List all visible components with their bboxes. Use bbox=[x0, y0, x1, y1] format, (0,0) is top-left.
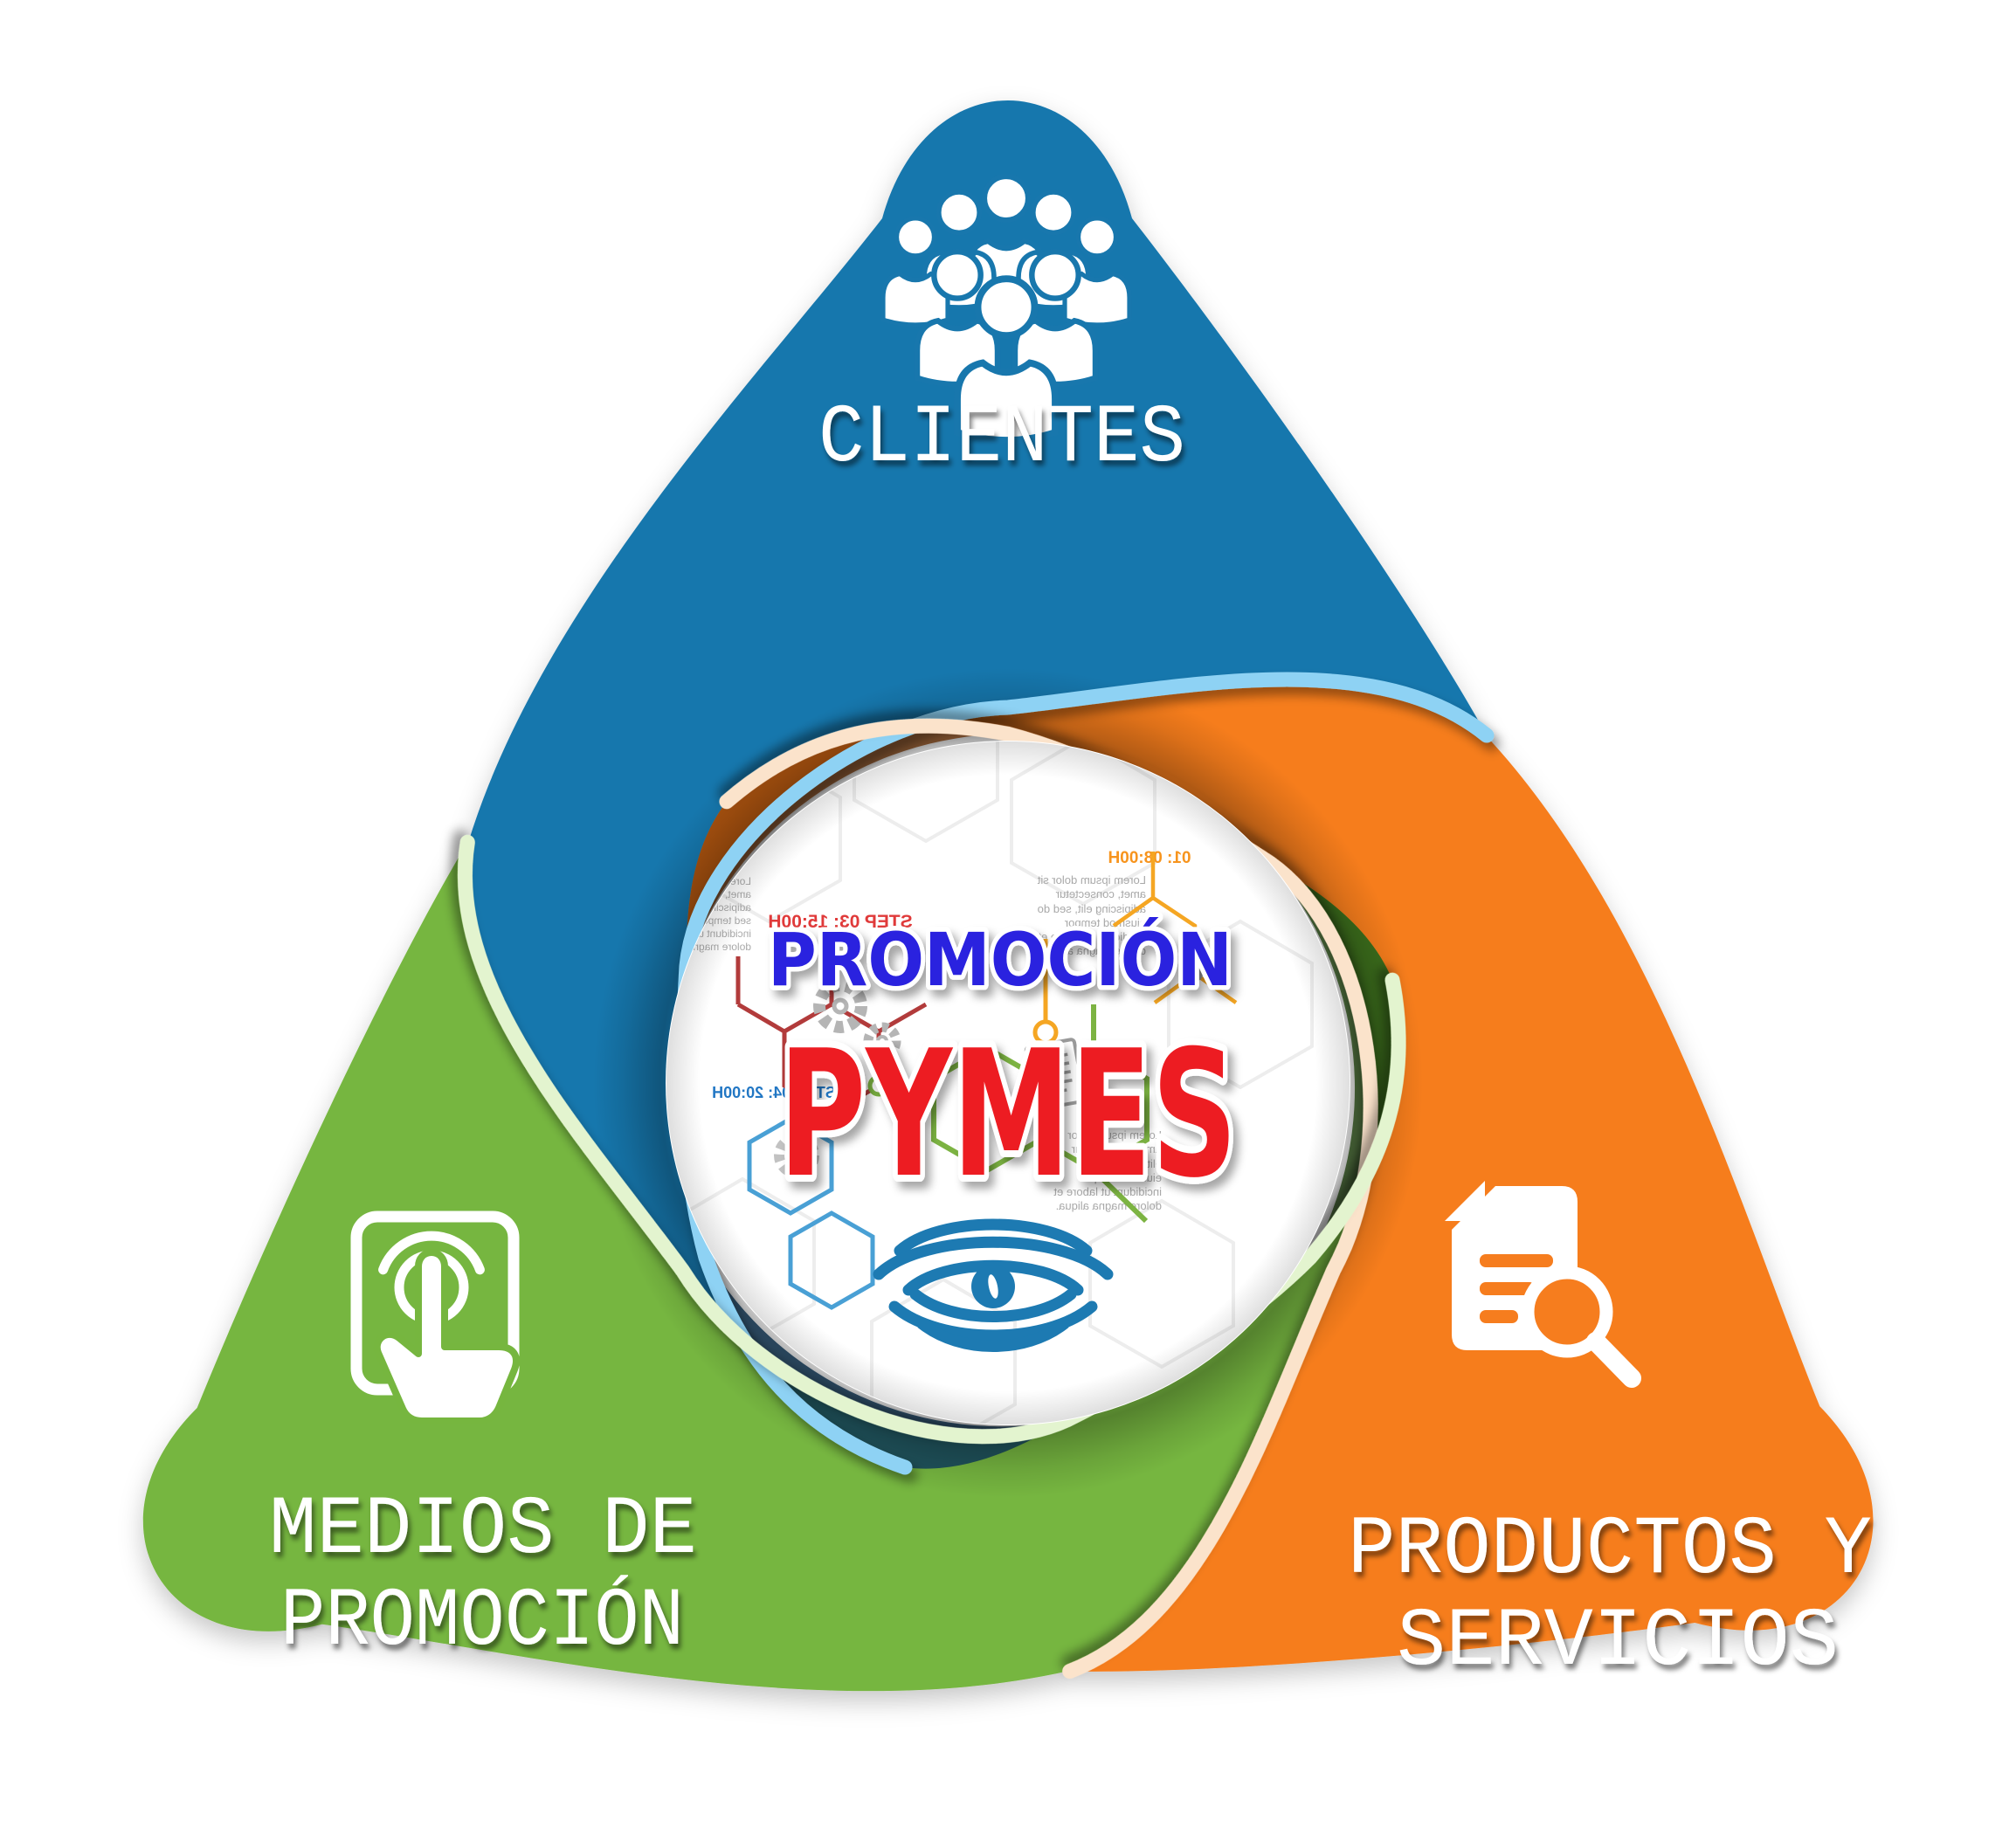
magnifier-handle bbox=[1586, 1332, 1641, 1388]
title-pymes: PYMES bbox=[779, 1013, 1238, 1217]
magnifier-lens bbox=[1521, 1266, 1613, 1358]
touch-hand bbox=[373, 1249, 520, 1424]
label-medios-line2: PROMOCIÓN bbox=[280, 1575, 684, 1669]
touch-screen-icon bbox=[350, 1211, 520, 1424]
label-productos-line2: SERVICIOS bbox=[1397, 1595, 1839, 1689]
document-fold bbox=[1445, 1181, 1485, 1221]
center-circle-inner-shadow bbox=[666, 742, 1350, 1424]
document-lines bbox=[1480, 1254, 1553, 1323]
title-promocion: PROMOCIÓN bbox=[768, 917, 1232, 1003]
document-search-icon bbox=[1445, 1181, 1641, 1388]
label-clientes: CLIENTES bbox=[818, 391, 1185, 486]
center-content: Lorem ipsum dolor sit amet, consectetur … bbox=[666, 742, 1350, 1424]
label-medios-line1: MEDIOS DE bbox=[269, 1483, 697, 1577]
label-productos-line1: PRODUCTOS Y bbox=[1348, 1503, 1872, 1597]
